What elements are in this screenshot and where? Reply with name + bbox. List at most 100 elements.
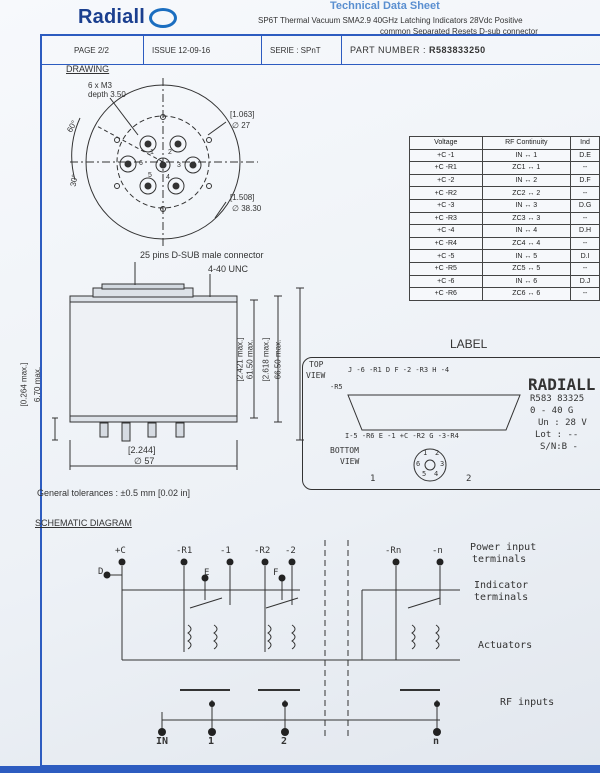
conn-pin-5: 5 (422, 470, 427, 478)
table-cell: +C -3 (409, 198, 483, 213)
screw-leader (109, 97, 139, 136)
table-cell: IN ↔ 3 (481, 198, 572, 213)
height-dim-2-in: [2.421 max.] (235, 337, 245, 382)
port-label-4: 4 (166, 174, 170, 181)
table-cell: IN ↔ 2 (481, 173, 572, 188)
table-cell: -- (570, 261, 600, 276)
rf-2-label: 2 (281, 736, 288, 747)
table-cell: D.J (570, 274, 600, 289)
legend-indicator-2: terminals (474, 592, 529, 603)
label-part-number: R583 83325 (530, 394, 585, 404)
table-cell: +C -4 (409, 224, 483, 238)
rf-n-label: n (433, 736, 440, 747)
table-header-row: Voltage RF Continuity Ind (409, 136, 600, 150)
table-cell: IN ↔ 1 (481, 148, 572, 163)
label-brand: RADIALL (528, 375, 596, 394)
table-cell: ZC5 ↔ 5 (481, 261, 572, 276)
screw-note-2: depth 3.50 (88, 90, 126, 99)
table-cell: +C -6 (409, 274, 483, 289)
bottom-accent-bar (0, 766, 600, 773)
table-cell: -- (570, 236, 600, 251)
rf-port-1 (99, 422, 109, 438)
radiall-logo: Radiall (78, 6, 177, 29)
label-voltage: Un : 28 V (538, 418, 587, 428)
bottom-view-2: VIEW (340, 457, 360, 466)
table-cell: -- (570, 186, 600, 200)
table-cell: D.G (570, 198, 600, 213)
table-cell: D.I (570, 249, 600, 263)
table-cell: ZC2 ↔ 2 (481, 186, 572, 200)
info-bar: PAGE 2/2 ISSUE 12-09-16 SERIE : SPnT PAR… (40, 36, 600, 65)
bottom-view-1: BOTTOM (330, 446, 359, 455)
table-cell: D.F (570, 173, 600, 188)
top-view-1: TOP (309, 360, 324, 369)
height-dim-3-mm: 66.50 max. (273, 339, 283, 380)
doc-subtitle-line1: SP6T Thermal Vacuum SMA2.9 40GHz Latchin… (258, 16, 523, 25)
table-cell: +C -R2 (409, 186, 483, 200)
issue-date: ISSUE 12-09-16 (144, 36, 262, 64)
term-1: -1 (220, 546, 231, 556)
schematic-section-title: SCHEMATIC DIAGRAM (35, 518, 132, 528)
logo-mark-icon (148, 7, 177, 28)
outer-dim-mm: ∅ 38.30 (232, 204, 262, 213)
term-r2: -R2 (254, 546, 271, 556)
switch-body-side (69, 299, 238, 419)
legend-indicator-1: Indicator (474, 580, 529, 591)
legend-rf-inputs: RF inputs (500, 697, 555, 708)
dsub-label-outline (347, 394, 521, 431)
angle-arc (71, 117, 81, 181)
doc-title: Technical Data Sheet (330, 0, 440, 12)
table-cell: -- (570, 287, 600, 301)
bolt-dim-in: [1.063] (230, 110, 255, 119)
doc-subtitle-line2: common Separated Resets D-sub connector (380, 27, 538, 36)
label-lot: Lot : -- (535, 430, 579, 440)
table-cell: -- (570, 161, 600, 175)
bolt-dim-mm: ∅ 27 (232, 121, 251, 130)
bolt-dim-leader (207, 121, 227, 136)
rf-port-3 (147, 422, 157, 438)
mounting-holes (114, 114, 212, 212)
label-serial: S/N:B - (540, 442, 578, 452)
dsub-pins-bottom: I-5 -R6 E -1 +C -R2 G -3-R4 (345, 432, 459, 440)
circular-connector-outline (413, 448, 447, 482)
table-cell: ZC1 ↔ 1 (481, 161, 572, 175)
height-dim-2-mm: 61.50 max. (245, 339, 255, 380)
term-2: -2 (285, 546, 296, 556)
rf-in-label: IN (156, 736, 169, 747)
dsub-pin-r5: -R5 (330, 383, 343, 391)
width-dim-mm: ∅ 57 (134, 456, 155, 466)
table-cell: +C -R4 (409, 236, 483, 251)
screw-note-1: 6 x M3 (88, 81, 113, 90)
port-label-3: 3 (177, 162, 181, 169)
table-cell: +C -1 (409, 148, 483, 163)
legend-power-2: terminals (472, 554, 527, 565)
table-cell: IN ↔ 4 (481, 224, 572, 238)
table-cell: IN ↔ 6 (481, 274, 572, 289)
top-view-2: VIEW (306, 371, 326, 380)
col-ind: Ind (570, 136, 600, 150)
table-cell: ZC3 ↔ 3 (481, 211, 572, 226)
brand-name: Radiall (78, 6, 145, 28)
conn-pin-6: 6 (416, 460, 421, 468)
label-frequency: 0 - 40 G (530, 406, 574, 416)
term-rn: -Rn (385, 546, 402, 556)
ind-e: E (204, 568, 210, 578)
ind-d: D (98, 567, 104, 577)
sma-ports (119, 135, 202, 195)
conn-num-1: 1 (370, 474, 376, 484)
outer-dim-in: [1.508] (230, 193, 255, 202)
unc-note: 4-40 UNC (208, 264, 249, 274)
table-cell: +C -5 (409, 249, 483, 263)
height-dim-3-in: [2.618 max.] (261, 337, 271, 382)
port-label-2: 2 (168, 149, 172, 156)
